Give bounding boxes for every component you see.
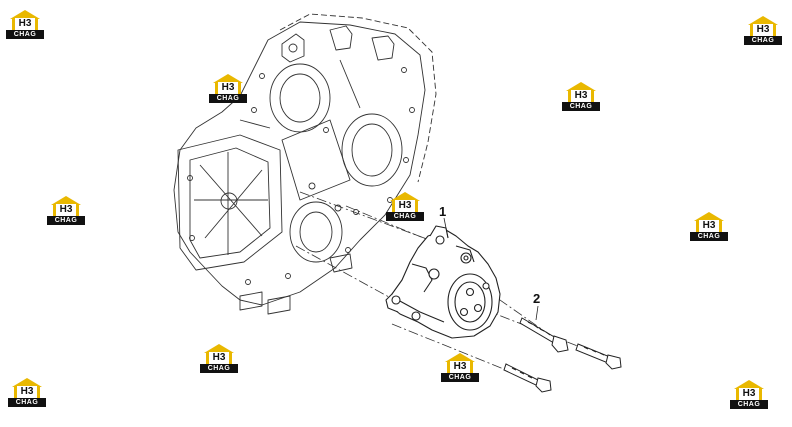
h3-chag-logo-icon [694,212,724,221]
watermark-logo: H3 CHAG [200,344,238,374]
callout-leaders [443,217,539,321]
h3-chag-logo-icon [12,378,42,387]
watermark-logo: H3 CHAG [744,16,782,46]
part-2-flange-bolt-upper [519,317,569,353]
h3-chag-logo-icon [734,380,764,389]
h3-chag-logo-icon [51,196,81,205]
watermark-logo: H3 CHAG [6,10,44,40]
watermark-logo: H3 CHAG [8,378,46,408]
watermark-logo: H3 CHAG [209,74,247,104]
watermark-logo: H3 CHAG [730,380,768,410]
part-2-flange-bolt-middle [575,343,622,370]
h3-chag-logo-icon [390,192,420,201]
h3-chag-logo-icon [445,353,475,362]
watermark-logo: H3 CHAG [441,353,479,383]
watermark-logo: H3 CHAG [690,212,728,242]
h3-chag-logo-icon [748,16,778,25]
h3-chag-logo-icon [204,344,234,353]
h3-chag-logo-icon [10,10,40,19]
part-1-pump-housing [385,225,501,339]
h3-chag-logo-icon [213,74,243,83]
watermark-logo: H3 CHAG [386,192,424,222]
callout-part-1: 1 [439,204,447,219]
h3-chag-logo-icon [566,82,596,91]
watermark-logo: H3 CHAG [47,196,85,226]
watermark-logo: H3 CHAG [562,82,600,112]
part-2-flange-bolt-lower [503,363,552,393]
callout-part-2: 2 [533,291,541,306]
engine-timing-cover [173,13,437,315]
